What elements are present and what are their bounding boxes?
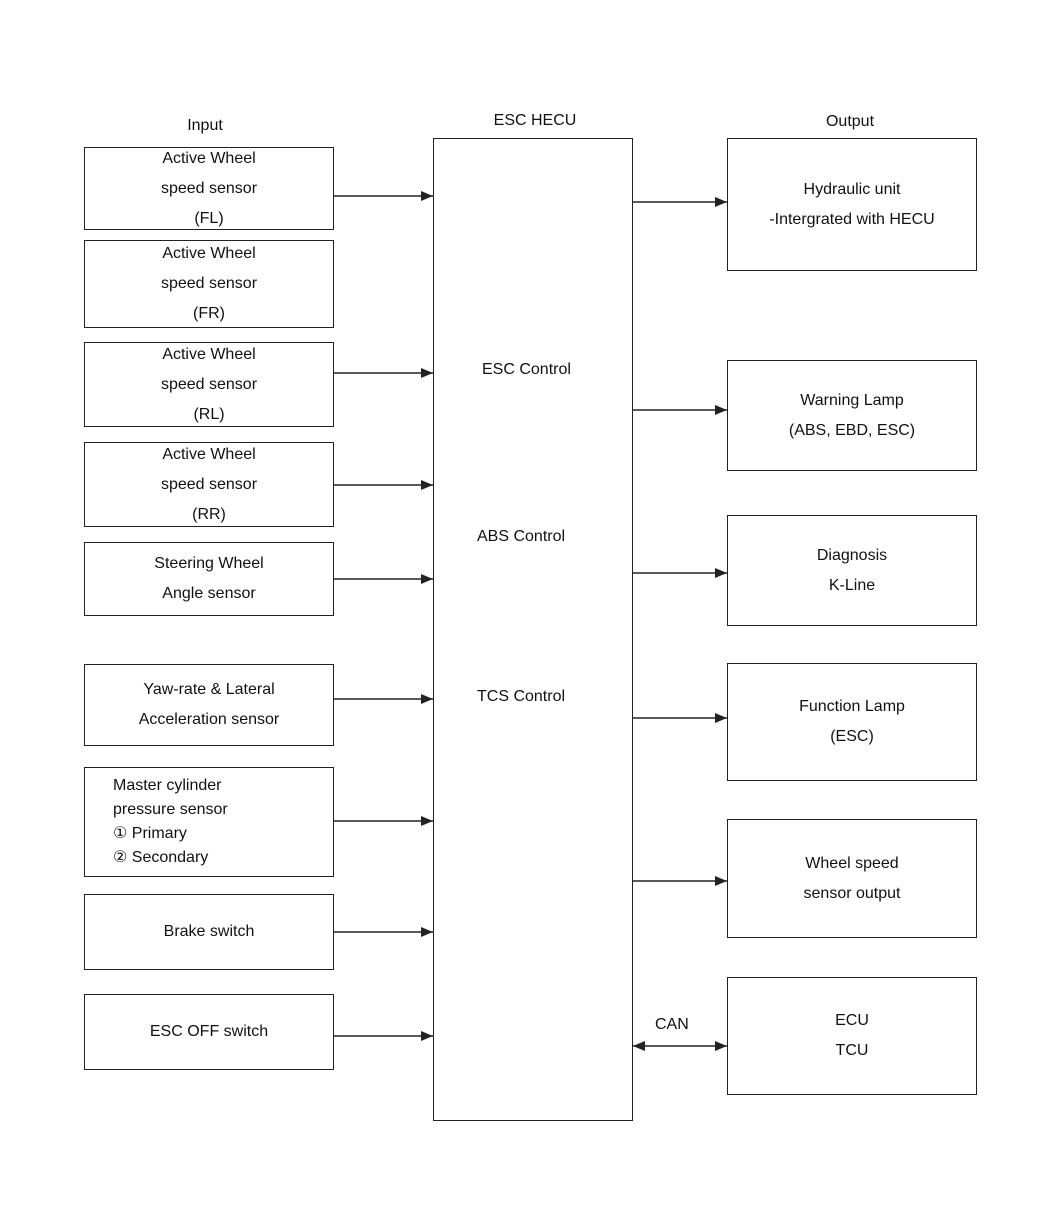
- box-text-line: (ESC): [830, 728, 874, 745]
- esc-hecu-block: [433, 138, 633, 1121]
- warning-lamp-box: Warning Lamp (ABS, EBD, ESC): [727, 360, 977, 471]
- master-cylinder-pressure-sensor-box: Master cylinder pressure sensor ① Primary ②…: [84, 767, 334, 877]
- box-text-line: Function Lamp: [799, 698, 905, 715]
- output-header: Output: [825, 113, 875, 130]
- can-label: CAN: [655, 1016, 689, 1033]
- hydraulic-unit-box: Hydraulic unit -Intergrated with HECU: [727, 138, 977, 271]
- input-header: Input: [187, 117, 223, 134]
- box-text-line: Hydraulic unit: [803, 180, 901, 198]
- box-text-line: Brake switch: [163, 923, 255, 940]
- box-text-line: TCU: [835, 1042, 869, 1059]
- esc-off-switch-box: ESC OFF switch: [84, 994, 334, 1070]
- box-text-line: Wheel speed: [805, 854, 899, 872]
- box-text-line: sensor output: [803, 884, 901, 902]
- wheel-speed-sensor-fl-box: Active Wheel speed sensor (FL): [84, 147, 334, 230]
- box-text-line: Angle sensor: [162, 585, 256, 602]
- box-text-line: speed sensor: [160, 375, 258, 393]
- box-text-line: Yaw-rate & Lateral: [143, 681, 275, 698]
- box-text-line: ② Secondary: [113, 849, 209, 866]
- box-text-line: Master cylinder: [113, 777, 222, 794]
- wheel-speed-output-box: Wheel speed sensor output: [727, 819, 977, 938]
- box-text-line: ① Primary: [113, 825, 187, 842]
- wheel-speed-sensor-rr-box: Active Wheel speed sensor (RR): [84, 442, 334, 527]
- box-text-line: (RR): [192, 505, 226, 523]
- abs-control-label: ABS Control: [477, 528, 566, 545]
- brake-switch-box: Brake switch: [84, 894, 334, 970]
- box-text-line: ECU: [835, 1012, 869, 1029]
- wheel-speed-sensor-fr-box: Active Wheel speed sensor (FR): [84, 240, 334, 328]
- box-text-line: speed sensor: [160, 275, 258, 292]
- box-text-line: Active Wheel: [162, 345, 256, 363]
- box-text-line: (FL): [194, 209, 224, 227]
- hecu-header: ESC HECU: [493, 112, 577, 129]
- box-text-line: Active Wheel: [162, 149, 256, 167]
- box-text-line: Active Wheel: [162, 245, 256, 262]
- box-text-line: speed sensor: [160, 179, 258, 197]
- box-text-line: Acceleration sensor: [138, 711, 280, 728]
- box-text-line: K-Line: [828, 576, 876, 594]
- esc-control-label: ESC Control: [482, 361, 571, 378]
- box-text-line: (RL): [193, 405, 225, 423]
- box-text-line: Steering Wheel: [154, 555, 264, 572]
- box-text-line: pressure sensor: [113, 801, 228, 818]
- box-text-line: Active Wheel: [162, 445, 256, 463]
- box-text-line: Diagnosis: [816, 546, 888, 564]
- box-text-line: (FR): [193, 305, 225, 322]
- ecu-tcu-box: ECU TCU: [727, 977, 977, 1095]
- box-text-line: Warning Lamp: [800, 391, 904, 409]
- tcs-control-label: TCS Control: [477, 688, 566, 705]
- box-text-line: (ABS, EBD, ESC): [788, 421, 916, 439]
- box-text-line: speed sensor: [160, 475, 258, 493]
- wheel-speed-sensor-rl-box: Active Wheel speed sensor (RL): [84, 342, 334, 427]
- function-lamp-box: Function Lamp (ESC): [727, 663, 977, 781]
- box-text-line: ESC OFF switch: [149, 1023, 269, 1040]
- box-text-line: -Intergrated with HECU: [769, 210, 935, 228]
